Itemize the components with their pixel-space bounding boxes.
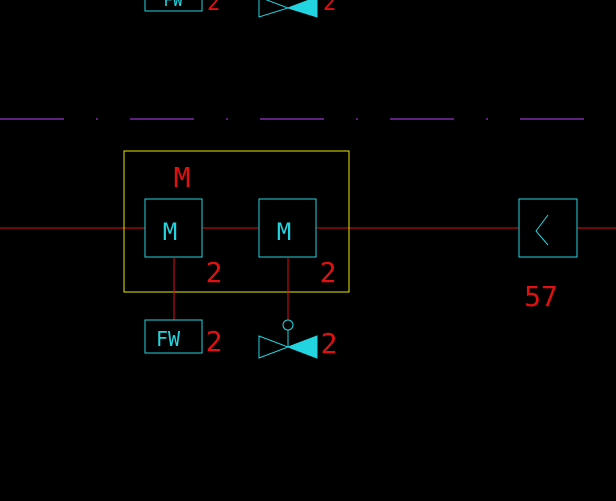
motor-2-box (258, 198, 317, 258)
switch-label: 57 (524, 280, 558, 313)
top-valve-count: 2 (323, 0, 336, 16)
fw-label: FW (156, 327, 181, 351)
switch-icon (535, 214, 549, 246)
motor-2-label: M (277, 218, 291, 246)
group-enclosure (123, 150, 350, 293)
switch-box (518, 198, 578, 258)
top-valve-icon (258, 0, 318, 18)
motor-1-label: M (163, 218, 177, 246)
valve-icon (258, 319, 318, 359)
fw-box (144, 319, 203, 354)
top-fw-box: FW (144, 0, 203, 12)
fw-count: 2 (206, 325, 223, 358)
group-label: M (174, 161, 191, 194)
motor-1-count: 2 (206, 256, 223, 289)
motor-2-count: 2 (320, 256, 337, 289)
motor-1-box (144, 198, 203, 258)
top-fw-count: 2 (207, 0, 220, 16)
valve-count: 2 (321, 327, 338, 360)
top-fw-label: FW (163, 0, 183, 10)
